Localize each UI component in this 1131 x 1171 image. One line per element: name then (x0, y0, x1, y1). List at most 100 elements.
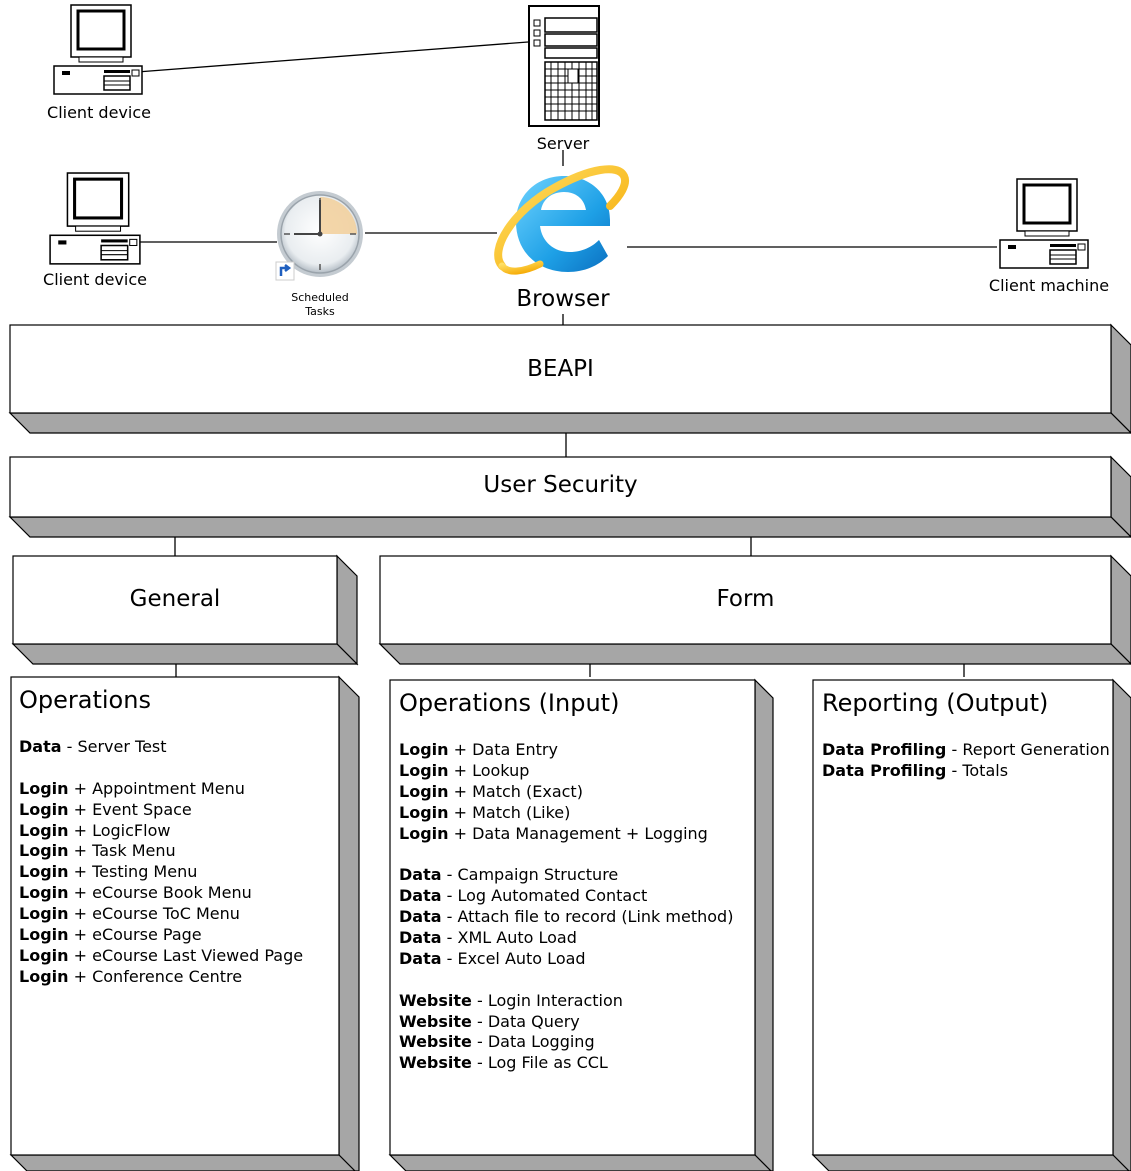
list-item-text: - Attach file to record (Link method) (441, 907, 734, 927)
list-item: Website - Log File as CCL (399, 1053, 733, 1074)
list-item-keyword: Data (399, 907, 442, 927)
list-item-text: - Data Query (471, 1011, 580, 1031)
list-item-text: + eCourse Book Menu (68, 883, 252, 903)
list-item-keyword: Login (399, 802, 449, 822)
list-item-text: + Data Entry (448, 740, 558, 759)
list-item: Login + Conference Centre (19, 967, 303, 988)
operations-input-title: Operations (Input) (399, 689, 620, 717)
list-item-keyword: Data Profiling (822, 760, 947, 780)
computer-icon (49, 172, 141, 265)
list-item-text: + Event Space (68, 799, 192, 819)
list-item: Login + Task Menu (19, 841, 303, 862)
list-item-text: - Totals (946, 760, 1009, 780)
list-item-text: + Task Menu (68, 841, 176, 861)
browser-node: Browser (488, 162, 638, 318)
list-item-keyword: Login (19, 966, 69, 986)
list-item: Data Profiling - Totals (822, 761, 1110, 782)
list-item-text: + LogicFlow (68, 820, 171, 840)
reporting-output-panel-box (811, 678, 1131, 1171)
list-item-text: - Data Logging (471, 1032, 595, 1052)
list-item-text: + Testing Menu (68, 862, 198, 882)
list-item-text: - XML Auto Load (441, 928, 577, 948)
list-item-keyword: Login (19, 883, 69, 903)
list-item: Data - Excel Auto Load (399, 949, 733, 970)
list-item: Data Profiling - Report Generation (822, 740, 1110, 761)
list-spacer (19, 758, 303, 779)
list-item-keyword: Login (19, 945, 69, 965)
operations-input-panel-box (388, 678, 774, 1171)
list-item-keyword: Data (399, 886, 442, 906)
list-item-keyword: Login (19, 820, 69, 840)
computer-icon (53, 4, 143, 95)
list-item: Data - Server Test (19, 737, 303, 758)
link-client1-server (136, 41, 529, 73)
client-machine-label: Client machine (988, 276, 1110, 295)
list-item: Login + eCourse Page (19, 925, 303, 946)
list-item: Login + Event Space (19, 800, 303, 821)
client-device-2-label: Client device (43, 270, 147, 289)
list-spacer (399, 844, 733, 865)
list-item-text: + Lookup (448, 760, 530, 780)
list-item: Login + Appointment Menu (19, 779, 303, 800)
list-item: Website - Data Logging (399, 1032, 733, 1053)
list-item-text: - Server Test (61, 737, 167, 756)
scheduled-tasks-label: Scheduled Tasks (291, 291, 349, 318)
list-item-keyword: Login (19, 862, 69, 882)
list-item-text: + eCourse Last Viewed Page (68, 945, 304, 965)
client-device-1-label: Client device (47, 103, 151, 122)
browser-icon (494, 165, 629, 275)
server-icon (528, 5, 600, 127)
list-item-keyword: Login (19, 778, 69, 798)
list-item-keyword: Login (399, 823, 449, 843)
list-item-text: - Log Automated Contact (441, 886, 648, 906)
list-item-text: + Appointment Menu (68, 778, 245, 798)
operations-panel-box (9, 675, 360, 1171)
user-security-box (8, 455, 1131, 538)
beapi-label: BEAPI (527, 356, 594, 382)
list-item-keyword: Data (399, 948, 442, 968)
list-item-keyword: Website (399, 1032, 472, 1052)
list-item-text: - Login Interaction (471, 990, 623, 1010)
list-item-keyword: Login (399, 760, 449, 780)
scheduled-tasks-node: Scheduled Tasks (262, 188, 378, 323)
list-item-keyword: Website (399, 990, 472, 1010)
list-item-keyword: Login (19, 841, 69, 861)
beapi-box (8, 323, 1131, 434)
list-item-text: - Excel Auto Load (441, 948, 586, 968)
list-item: Login + Data Entry (399, 740, 733, 761)
list-item: Website - Data Query (399, 1012, 733, 1033)
list-item: Login + eCourse ToC Menu (19, 904, 303, 925)
list-item-text: + eCourse ToC Menu (68, 904, 240, 924)
list-item-text: - Campaign Structure (441, 865, 619, 885)
list-item-keyword: Website (399, 1053, 472, 1073)
list-item-keyword: Data (399, 928, 442, 948)
list-item-keyword: Data (399, 865, 442, 885)
list-item-keyword: Login (19, 925, 69, 945)
client-device-1: Client device (44, 4, 154, 124)
list-spacer (399, 970, 733, 991)
list-item: Login + Testing Menu (19, 862, 303, 883)
list-item: Data - Log Automated Contact (399, 886, 733, 907)
server-node: Server (518, 4, 608, 153)
general-box (11, 554, 359, 666)
computer-icon (999, 178, 1089, 269)
list-item-keyword: Website (399, 1011, 472, 1031)
list-item-text: + Conference Centre (68, 966, 243, 986)
list-item-text: - Report Generation (946, 740, 1110, 759)
list-item: Login + Match (Like) (399, 803, 733, 824)
list-item-keyword: Data Profiling (822, 740, 947, 759)
user-security-label: User Security (483, 472, 638, 498)
list-item-text: + eCourse Page (68, 925, 202, 945)
list-item: Login + eCourse Book Menu (19, 883, 303, 904)
list-item-text: + Match (Like) (448, 802, 571, 822)
operations-title: Operations (19, 686, 151, 714)
list-item: Login + Lookup (399, 761, 733, 782)
list-item: Login + Data Management + Logging (399, 824, 733, 845)
form-label: Form (716, 586, 775, 612)
list-item-keyword: Login (399, 740, 449, 759)
form-box (378, 554, 1131, 665)
